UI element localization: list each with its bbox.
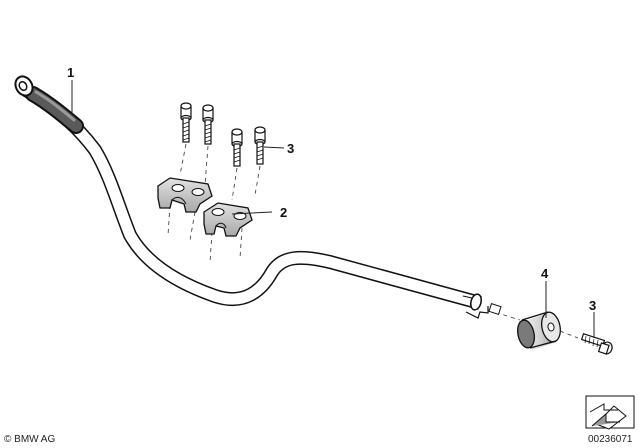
leader-3-top [263,146,285,149]
clamp-screw-1 [180,102,192,143]
clamp-screw-3 [231,128,243,167]
callout-3-right: 3 [589,298,596,313]
clamp-screw-4 [254,126,266,165]
diagram-number: 00236071 [588,434,633,445]
assembly-line-bar-end [487,309,521,321]
clamp-screws [167,102,266,263]
bar-end-insert [488,303,502,315]
handlebar [14,75,489,319]
callout-1: 1 [67,65,74,80]
bar-end-weight [517,311,561,350]
direction-arrow-icon [585,395,635,430]
callout-4: 4 [541,266,549,281]
callout-2: 2 [280,205,287,220]
clamp-upper-left [157,177,213,213]
callout-3-top: 3 [287,141,294,156]
bar-end-screw [580,332,613,355]
assembly-line-bar-end-screw [559,330,579,339]
clamp-lower-right [203,202,253,237]
leader-2 [231,211,273,215]
clamp-screw-2 [202,104,214,145]
copyright-text: © BMW AG [4,434,55,445]
